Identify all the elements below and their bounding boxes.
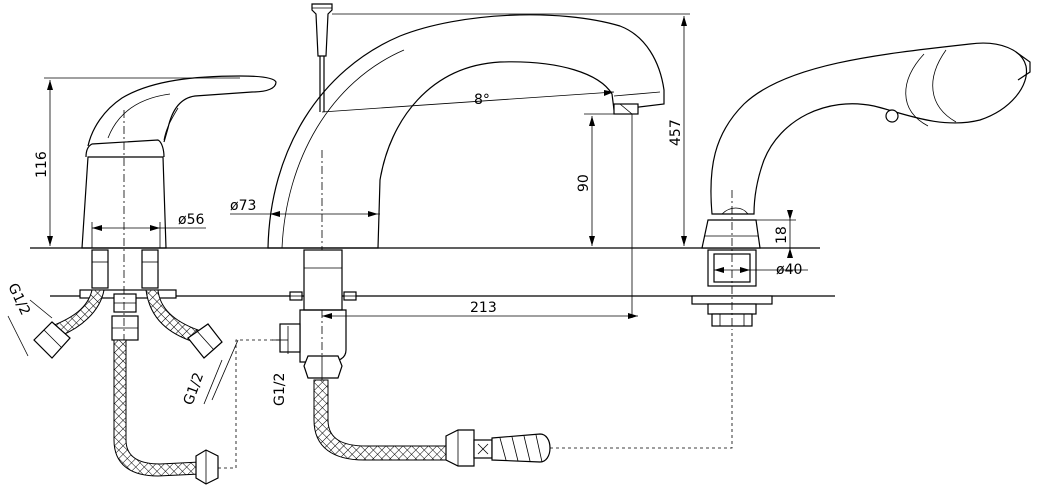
thread-right-dimension: G1/2 [272,326,289,406]
hand-shower [710,42,1031,215]
shower-holder [691,190,773,330]
thread-mid-label: G1/2 [181,371,207,408]
mixer-diameter-dimension: ø56 [91,212,206,248]
mixer-height-label: 116 [34,151,50,178]
shower-base-height-dimension: 18 [756,210,796,258]
mixer-body [79,75,277,360]
overall-height-label: 457 [668,119,684,146]
spout-reach-label: 213 [470,300,497,316]
overall-height-dimension: 457 [332,13,690,246]
diverter-knob [311,3,333,112]
spout-outlet-height-label: 90 [576,174,592,192]
shower-base-diameter-dimension: ø40 [714,262,808,278]
shower-base-height-label: 18 [774,226,790,244]
thread-left-label: G1/2 [4,281,33,318]
shower-base-diameter-label: ø40 [776,262,802,278]
shower-hose [313,330,733,467]
mixer-inlet-hoses [33,289,223,359]
spout-angle-dimension: 8° [321,90,615,113]
spout-angle-label: 8° [474,92,490,108]
mixer-diameter-label: ø56 [178,212,204,228]
spout-under-deck [279,249,357,379]
spout-base-dimension: ø73 [230,198,380,217]
spout-reach-dimension: 213 [322,300,638,319]
spout-outlet-height-dimension: 90 [576,113,633,318]
thread-right-label: G1/2 [272,373,288,406]
spout-base-label: ø73 [230,198,256,214]
mixer-height-dimension: 116 [34,77,240,249]
mixer-outlet-hose [113,339,288,485]
